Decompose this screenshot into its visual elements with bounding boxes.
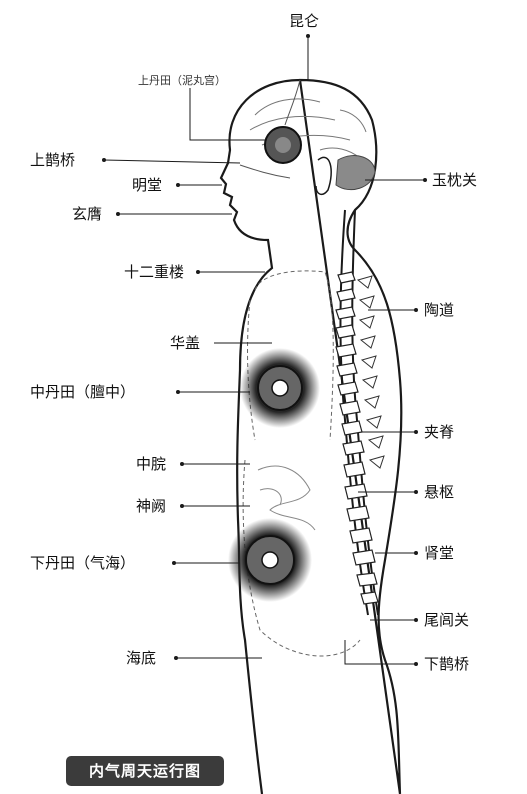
occipital-region [336,156,375,190]
label-mingtang: 明堂 [132,176,162,194]
label-yuzhenguan: 玉枕关 [432,171,477,189]
label-xuanying: 玄膺 [72,205,102,223]
label-upper-queqiao: 上鹊桥 [30,151,75,169]
label-weilvguan: 尾闾关 [424,611,469,629]
spinous-processes [358,276,384,468]
label-kunlun: 昆仑 [289,12,319,30]
label-middle-dantian: 中丹田（膻中） [30,383,135,401]
label-shenque: 神阙 [136,497,166,515]
body-outline [221,80,401,794]
label-shentang: 肾堂 [424,544,454,562]
label-jiaji: 夹脊 [424,423,454,441]
label-taodao: 陶道 [424,301,454,319]
label-xuanshu: 悬枢 [424,483,454,501]
label-zhongwan: 中脘 [136,455,166,473]
label-upper-dantian: 上丹田（泥丸宫） [138,72,226,90]
label-haidi: 海底 [126,649,156,667]
ear [316,157,331,194]
label-lower-queqiao: 下鹊桥 [424,655,469,673]
diagram-title-badge: 内气周天运行图 [66,756,224,786]
label-shierchonglou: 十二重楼 [124,263,184,281]
label-lower-dantian: 下丹田（气海） [30,554,135,572]
label-huagai: 华盖 [170,334,200,352]
